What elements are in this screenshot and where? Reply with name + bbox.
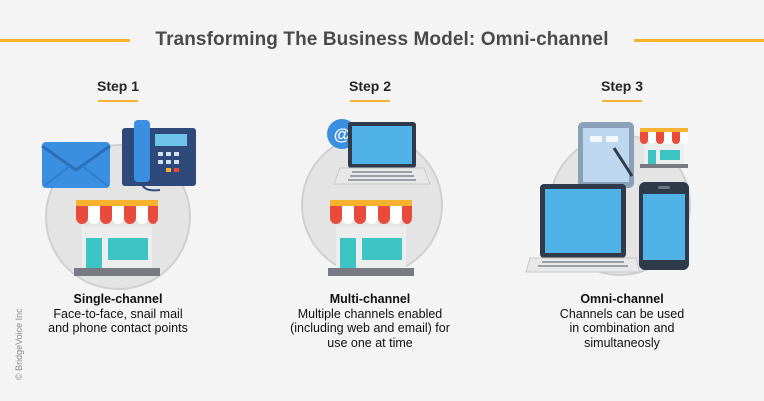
step-1-title: Single-channel xyxy=(73,292,163,306)
step-3-underline xyxy=(602,100,642,102)
step-1-caption: Single-channel Face-to-face, snail mail … xyxy=(3,292,233,336)
step-3-caption: Omni-channel Channels can be used in com… xyxy=(507,292,737,350)
step-3-description: Channels can be used in combination and … xyxy=(559,306,685,350)
step-3-label: Step 3 xyxy=(600,78,643,94)
envelope-icon xyxy=(41,142,111,188)
storefront-icon xyxy=(640,128,688,168)
copyright-text: © BridgeVoice Inc xyxy=(14,308,24,380)
storefront-icon xyxy=(74,200,160,276)
laptop-icon xyxy=(333,122,431,185)
page-title: Transforming The Business Model: Omni-ch… xyxy=(155,29,609,50)
svg-text:@: @ xyxy=(334,125,351,144)
step-2-label: Step 2 xyxy=(348,78,391,94)
step-2-underline xyxy=(350,100,390,102)
title-line-right xyxy=(634,39,764,42)
step-1-underline xyxy=(98,100,138,102)
desk-phone-icon xyxy=(122,120,196,192)
step-2-illustration: @ xyxy=(301,119,443,276)
step-1-description: Face-to-face, snail mail and phone conta… xyxy=(48,306,188,336)
storefront-icon xyxy=(328,200,414,276)
tablet-icon xyxy=(578,122,634,188)
step-1-label: Step 1 xyxy=(96,78,139,94)
laptop-icon xyxy=(525,184,641,273)
title-line-left xyxy=(0,39,130,42)
step-3-title: Omni-channel xyxy=(580,292,664,306)
smartphone-icon xyxy=(639,182,689,270)
step-2-title: Multi-channel xyxy=(329,292,411,306)
step-3-illustration xyxy=(525,122,691,276)
step-2-caption: Multi-channel Multiple channels enabled … xyxy=(255,292,485,350)
step-1-illustration xyxy=(41,120,196,290)
step-2-description: Multiple channels enabled (including web… xyxy=(290,306,450,350)
